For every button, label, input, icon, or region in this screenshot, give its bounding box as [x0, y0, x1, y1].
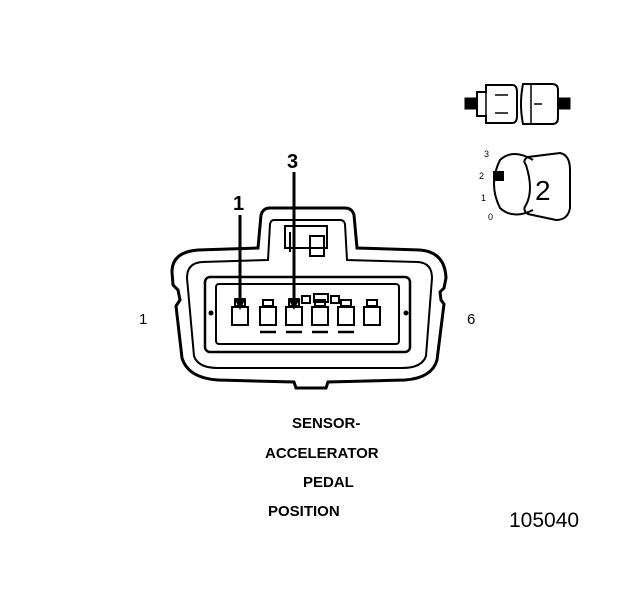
figure-code: 105040	[509, 509, 579, 532]
terminal-2	[259, 306, 277, 326]
title-line-4: POSITION	[268, 503, 340, 520]
callout-1-arrowhead	[234, 298, 246, 310]
terminal-2-slot	[262, 299, 274, 307]
end-label-left: 1	[139, 311, 147, 328]
position-label-0: 0	[488, 212, 493, 222]
terminal-5	[337, 306, 355, 326]
terminal-5-slot	[340, 299, 352, 307]
terminal-6-slot	[366, 299, 378, 307]
side-view-lead-right	[557, 97, 571, 110]
position-key	[523, 151, 571, 222]
inset-connector-number: 2	[535, 175, 551, 206]
connector-face	[170, 206, 448, 390]
locator-dot-left	[208, 310, 214, 316]
position-label-3: 3	[484, 149, 489, 159]
key-tabs	[301, 293, 340, 304]
callout-arrows	[234, 172, 300, 310]
pin-callout-3-label: 3	[287, 151, 298, 173]
pin-callout-1-label: 1	[233, 193, 244, 215]
connector-inner-shell	[185, 219, 434, 369]
inset-side-view	[464, 83, 571, 125]
position-indicator	[493, 171, 504, 181]
side-view-plug	[476, 84, 518, 124]
terminal-6	[363, 306, 381, 326]
side-view-receptacle	[520, 83, 559, 125]
lock-latch	[284, 225, 328, 249]
position-label-1: 1	[481, 193, 486, 203]
callout-3-arrowhead	[288, 298, 300, 310]
title-line-1: SENSOR-	[292, 415, 360, 432]
lock-latch-tab	[309, 235, 325, 257]
locator-dot-right	[403, 310, 409, 316]
end-label-right: 6	[467, 311, 475, 328]
position-ring	[493, 153, 534, 216]
title-line-3: PEDAL	[303, 474, 354, 491]
side-view-lead-left	[464, 97, 478, 110]
cavity-frame-inner	[215, 283, 400, 345]
cavity-frame-outer	[203, 275, 412, 354]
connector-outer-shell	[170, 206, 448, 390]
terminal-4	[311, 306, 329, 326]
position-label-2: 2	[479, 171, 484, 181]
inset-position-view	[493, 151, 571, 222]
title-line-2: ACCELERATOR	[265, 445, 379, 462]
